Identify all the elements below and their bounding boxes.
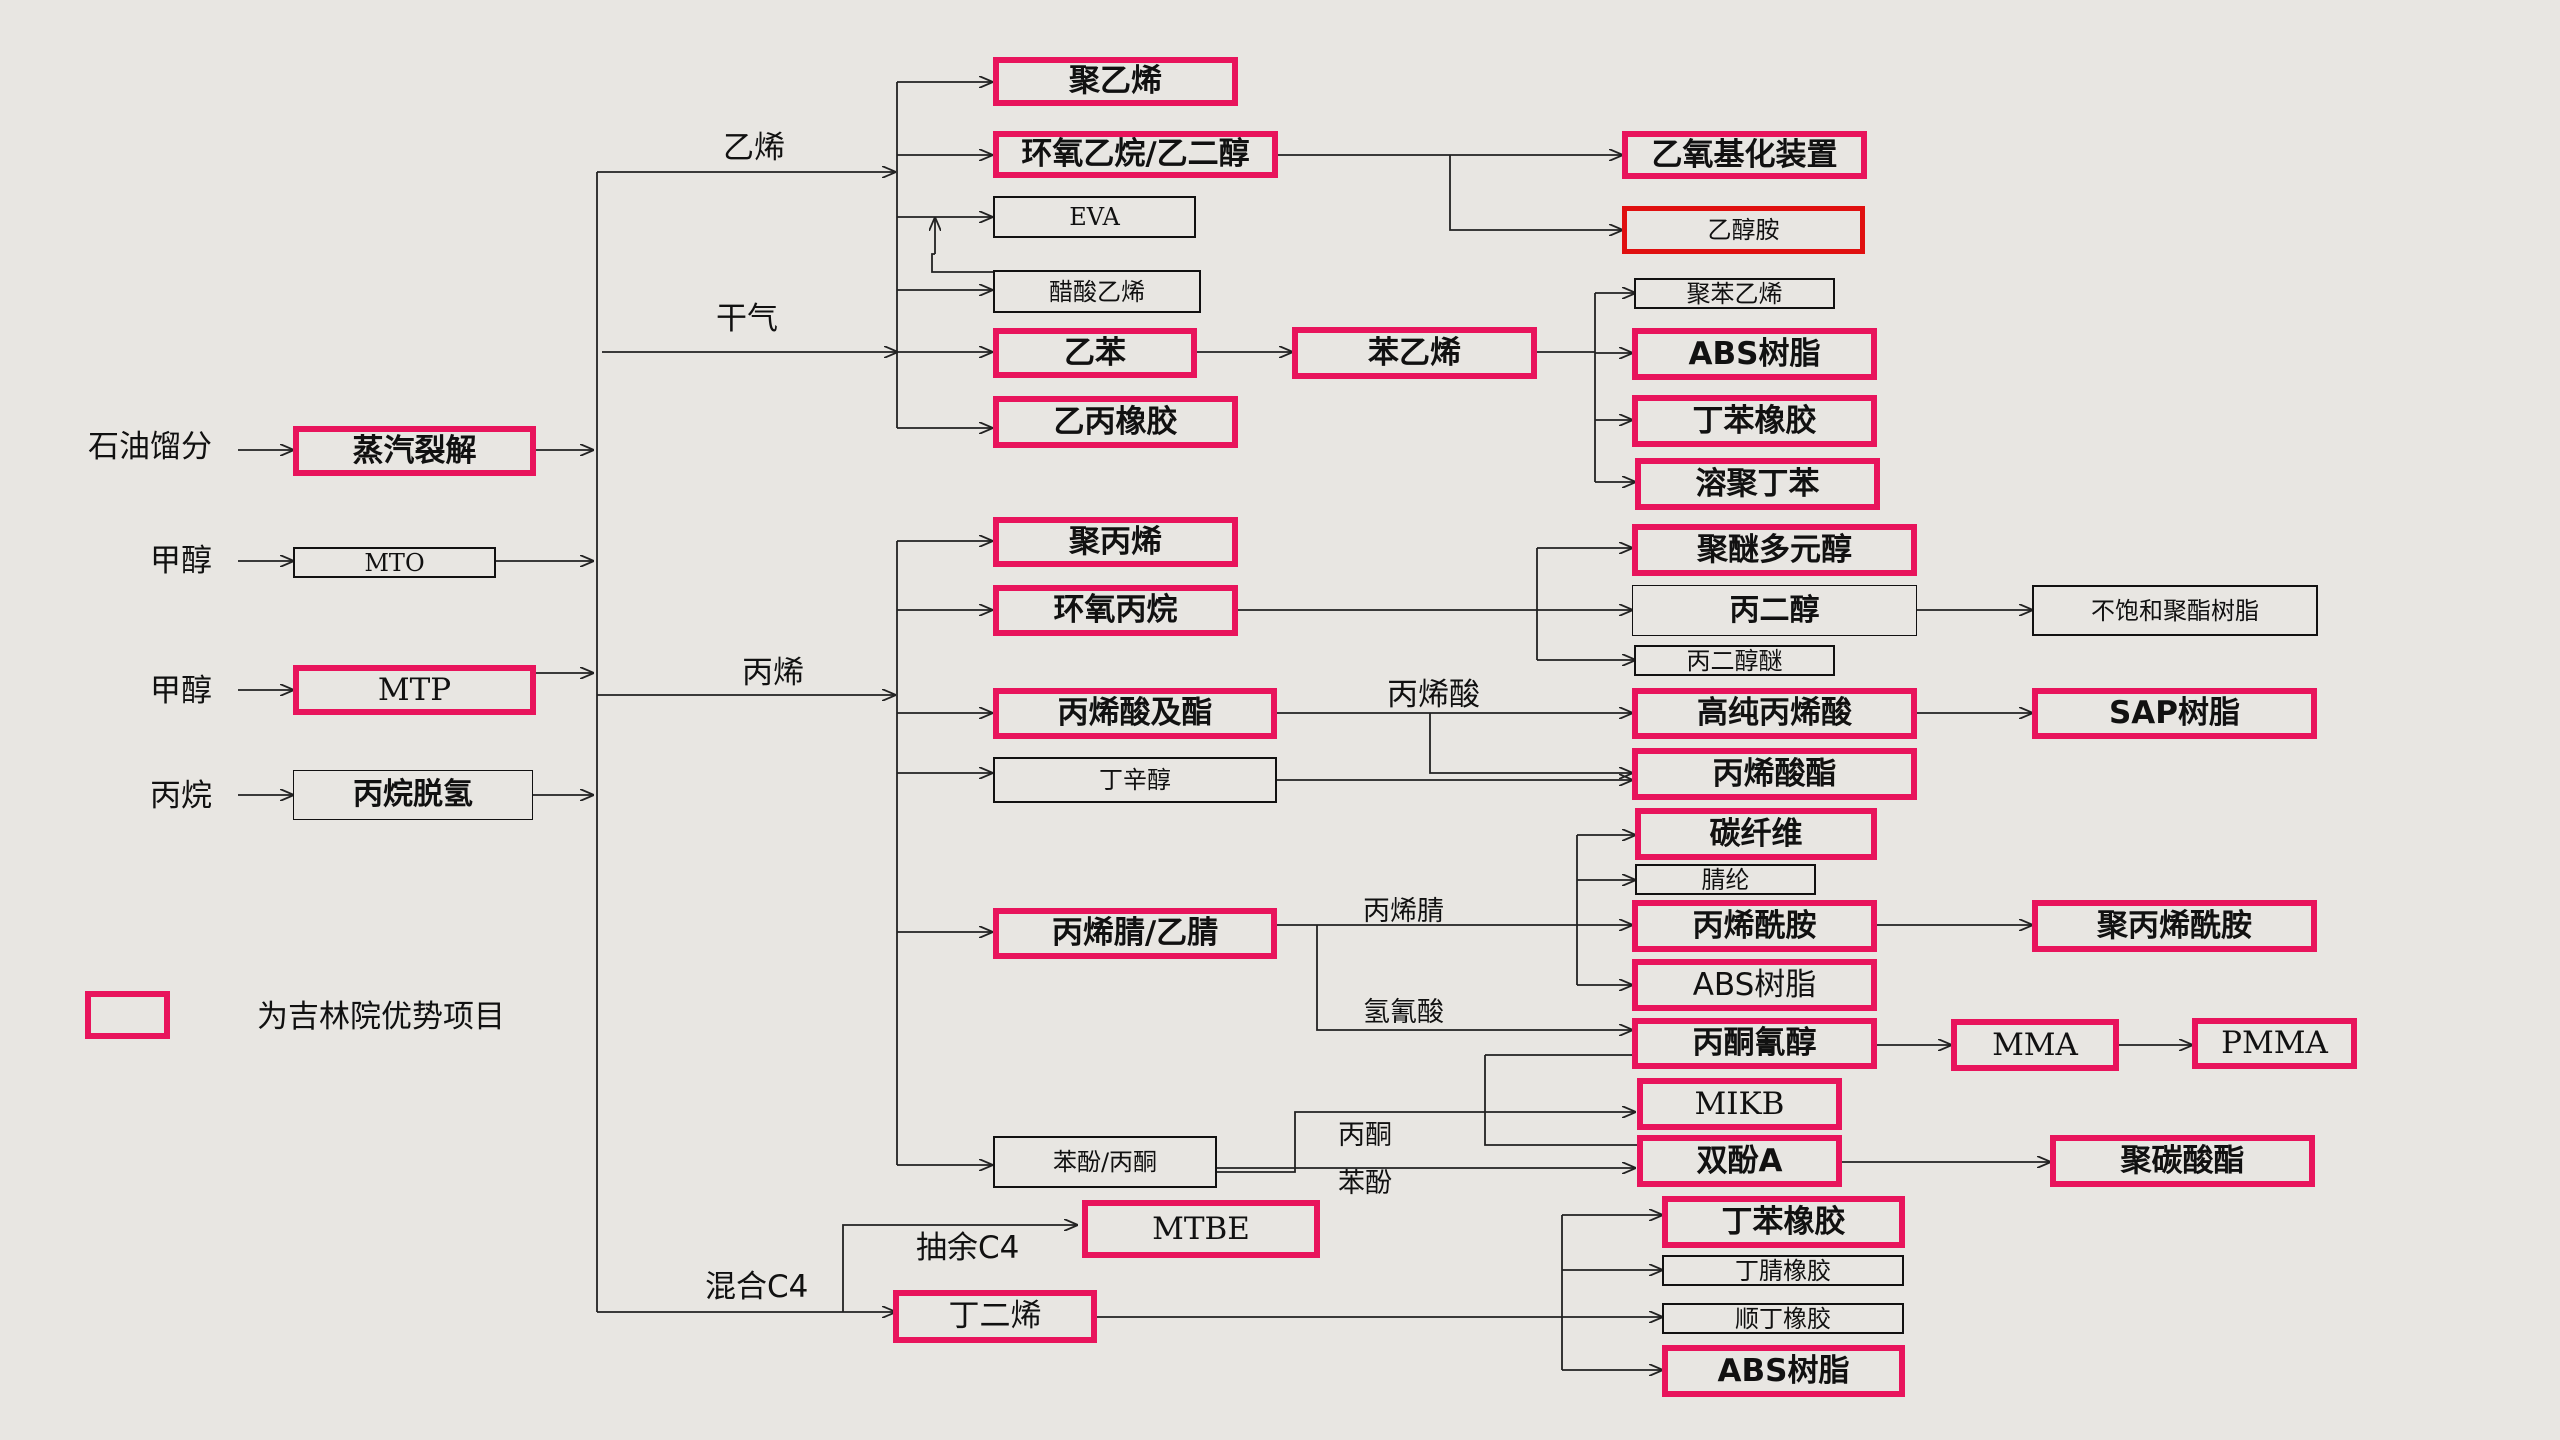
acrylamide-box[interactable]: 丙烯酰胺 bbox=[1632, 900, 1877, 952]
label-raffinate-c4: 抽余C4 bbox=[916, 1230, 1020, 1266]
acrylate-ester-box[interactable]: 丙烯酸酯 bbox=[1632, 748, 1917, 800]
eo-eg-box[interactable]: 环氧乙烷/乙二醇 bbox=[993, 131, 1278, 178]
polystyrene-box[interactable]: 聚苯乙烯 bbox=[1634, 278, 1835, 309]
label-acrylonitrile: 丙烯腈 bbox=[1363, 896, 1444, 927]
polyether-polyol-box[interactable]: 聚醚多元醇 bbox=[1632, 524, 1917, 576]
propylene-glycol-box[interactable]: 丙二醇 bbox=[1632, 585, 1917, 636]
sap-resin-box[interactable]: SAP树脂 bbox=[2032, 688, 2317, 739]
unsaturated-polyester-box[interactable]: 不饱和聚酯树脂 bbox=[2032, 585, 2318, 636]
label-propylene: 丙烯 bbox=[742, 655, 804, 691]
label-dry-gas: 干气 bbox=[716, 301, 778, 337]
abs-resin-box-3[interactable]: ABS树脂 bbox=[1662, 1345, 1905, 1397]
eva-box[interactable]: EVA bbox=[993, 196, 1196, 238]
ethanolamine-box[interactable]: 乙醇胺 bbox=[1622, 206, 1865, 254]
ssbr-box[interactable]: 溶聚丁苯 bbox=[1635, 458, 1880, 510]
epr-box[interactable]: 乙丙橡胶 bbox=[993, 396, 1238, 448]
propylene-glycol-ether-box[interactable]: 丙二醇醚 bbox=[1634, 645, 1835, 676]
mtp-box[interactable]: MTP bbox=[293, 665, 536, 715]
label-ethylene: 乙烯 bbox=[723, 130, 785, 166]
steam-cracking-box[interactable]: 蒸汽裂解 bbox=[293, 426, 536, 476]
nbr-box[interactable]: 丁腈橡胶 bbox=[1662, 1255, 1904, 1286]
polyacrylamide-box[interactable]: 聚丙烯酰胺 bbox=[2032, 900, 2317, 952]
vinyl-acetate-box[interactable]: 醋酸乙烯 bbox=[993, 270, 1201, 313]
acrylic-acid-esters-box[interactable]: 丙烯酸及酯 bbox=[993, 688, 1277, 739]
legend-swatch bbox=[85, 991, 170, 1039]
label-phenol: 苯酚 bbox=[1338, 1168, 1392, 1199]
br-box[interactable]: 顺丁橡胶 bbox=[1662, 1303, 1904, 1334]
label-acrylic-acid: 丙烯酸 bbox=[1387, 677, 1480, 713]
label-acetone: 丙酮 bbox=[1338, 1120, 1392, 1151]
source-methanol-mto: 甲醇 bbox=[150, 543, 212, 579]
phenol-acetone-box[interactable]: 苯酚/丙酮 bbox=[993, 1136, 1217, 1188]
polycarbonate-box[interactable]: 聚碳酸酯 bbox=[2050, 1135, 2315, 1187]
source-petroleum-fraction: 石油馏分 bbox=[88, 429, 212, 465]
styrene-box[interactable]: 苯乙烯 bbox=[1292, 327, 1537, 379]
source-propane: 丙烷 bbox=[150, 778, 212, 814]
sbr-box-1[interactable]: 丁苯橡胶 bbox=[1632, 395, 1877, 447]
pmma-box[interactable]: PMMA bbox=[2192, 1018, 2357, 1069]
abs-resin-box-2[interactable]: ABS树脂 bbox=[1632, 959, 1877, 1011]
acrylonitrile-acetonitrile-box[interactable]: 丙烯腈/乙腈 bbox=[993, 908, 1277, 959]
butadiene-box[interactable]: 丁二烯 bbox=[893, 1290, 1097, 1343]
mma-box[interactable]: MMA bbox=[1951, 1019, 2119, 1071]
octanol-box[interactable]: 丁辛醇 bbox=[993, 757, 1277, 803]
high-purity-acrylic-acid-box[interactable]: 高纯丙烯酸 bbox=[1632, 688, 1917, 739]
carbon-fiber-box[interactable]: 碳纤维 bbox=[1635, 808, 1877, 860]
mto-box[interactable]: MTO bbox=[293, 547, 496, 578]
ethoxylation-box[interactable]: 乙氧基化装置 bbox=[1622, 131, 1867, 179]
mikb-box[interactable]: MIKB bbox=[1637, 1078, 1842, 1130]
label-hcn: 氢氰酸 bbox=[1363, 997, 1444, 1028]
label-mixed-c4: 混合C4 bbox=[705, 1269, 809, 1305]
mtbe-box[interactable]: MTBE bbox=[1082, 1200, 1320, 1258]
propylene-oxide-box[interactable]: 环氧丙烷 bbox=[993, 585, 1238, 636]
legend-text: 为吉林院优势项目 bbox=[257, 999, 505, 1035]
sbr-box-2[interactable]: 丁苯橡胶 bbox=[1662, 1196, 1905, 1248]
polyethylene-box[interactable]: 聚乙烯 bbox=[993, 57, 1238, 106]
bisphenol-a-box[interactable]: 双酚A bbox=[1637, 1135, 1842, 1187]
acrylic-fiber-box[interactable]: 腈纶 bbox=[1635, 864, 1816, 895]
acetone-cyanohydrin-box[interactable]: 丙酮氰醇 bbox=[1632, 1018, 1877, 1069]
ethylbenzene-box[interactable]: 乙苯 bbox=[993, 328, 1197, 378]
abs-resin-box-1[interactable]: ABS树脂 bbox=[1632, 328, 1877, 380]
propane-dehydrogenation-box[interactable]: 丙烷脱氢 bbox=[293, 770, 533, 820]
source-methanol-mtp: 甲醇 bbox=[150, 673, 212, 709]
polypropylene-box[interactable]: 聚丙烯 bbox=[993, 517, 1238, 567]
